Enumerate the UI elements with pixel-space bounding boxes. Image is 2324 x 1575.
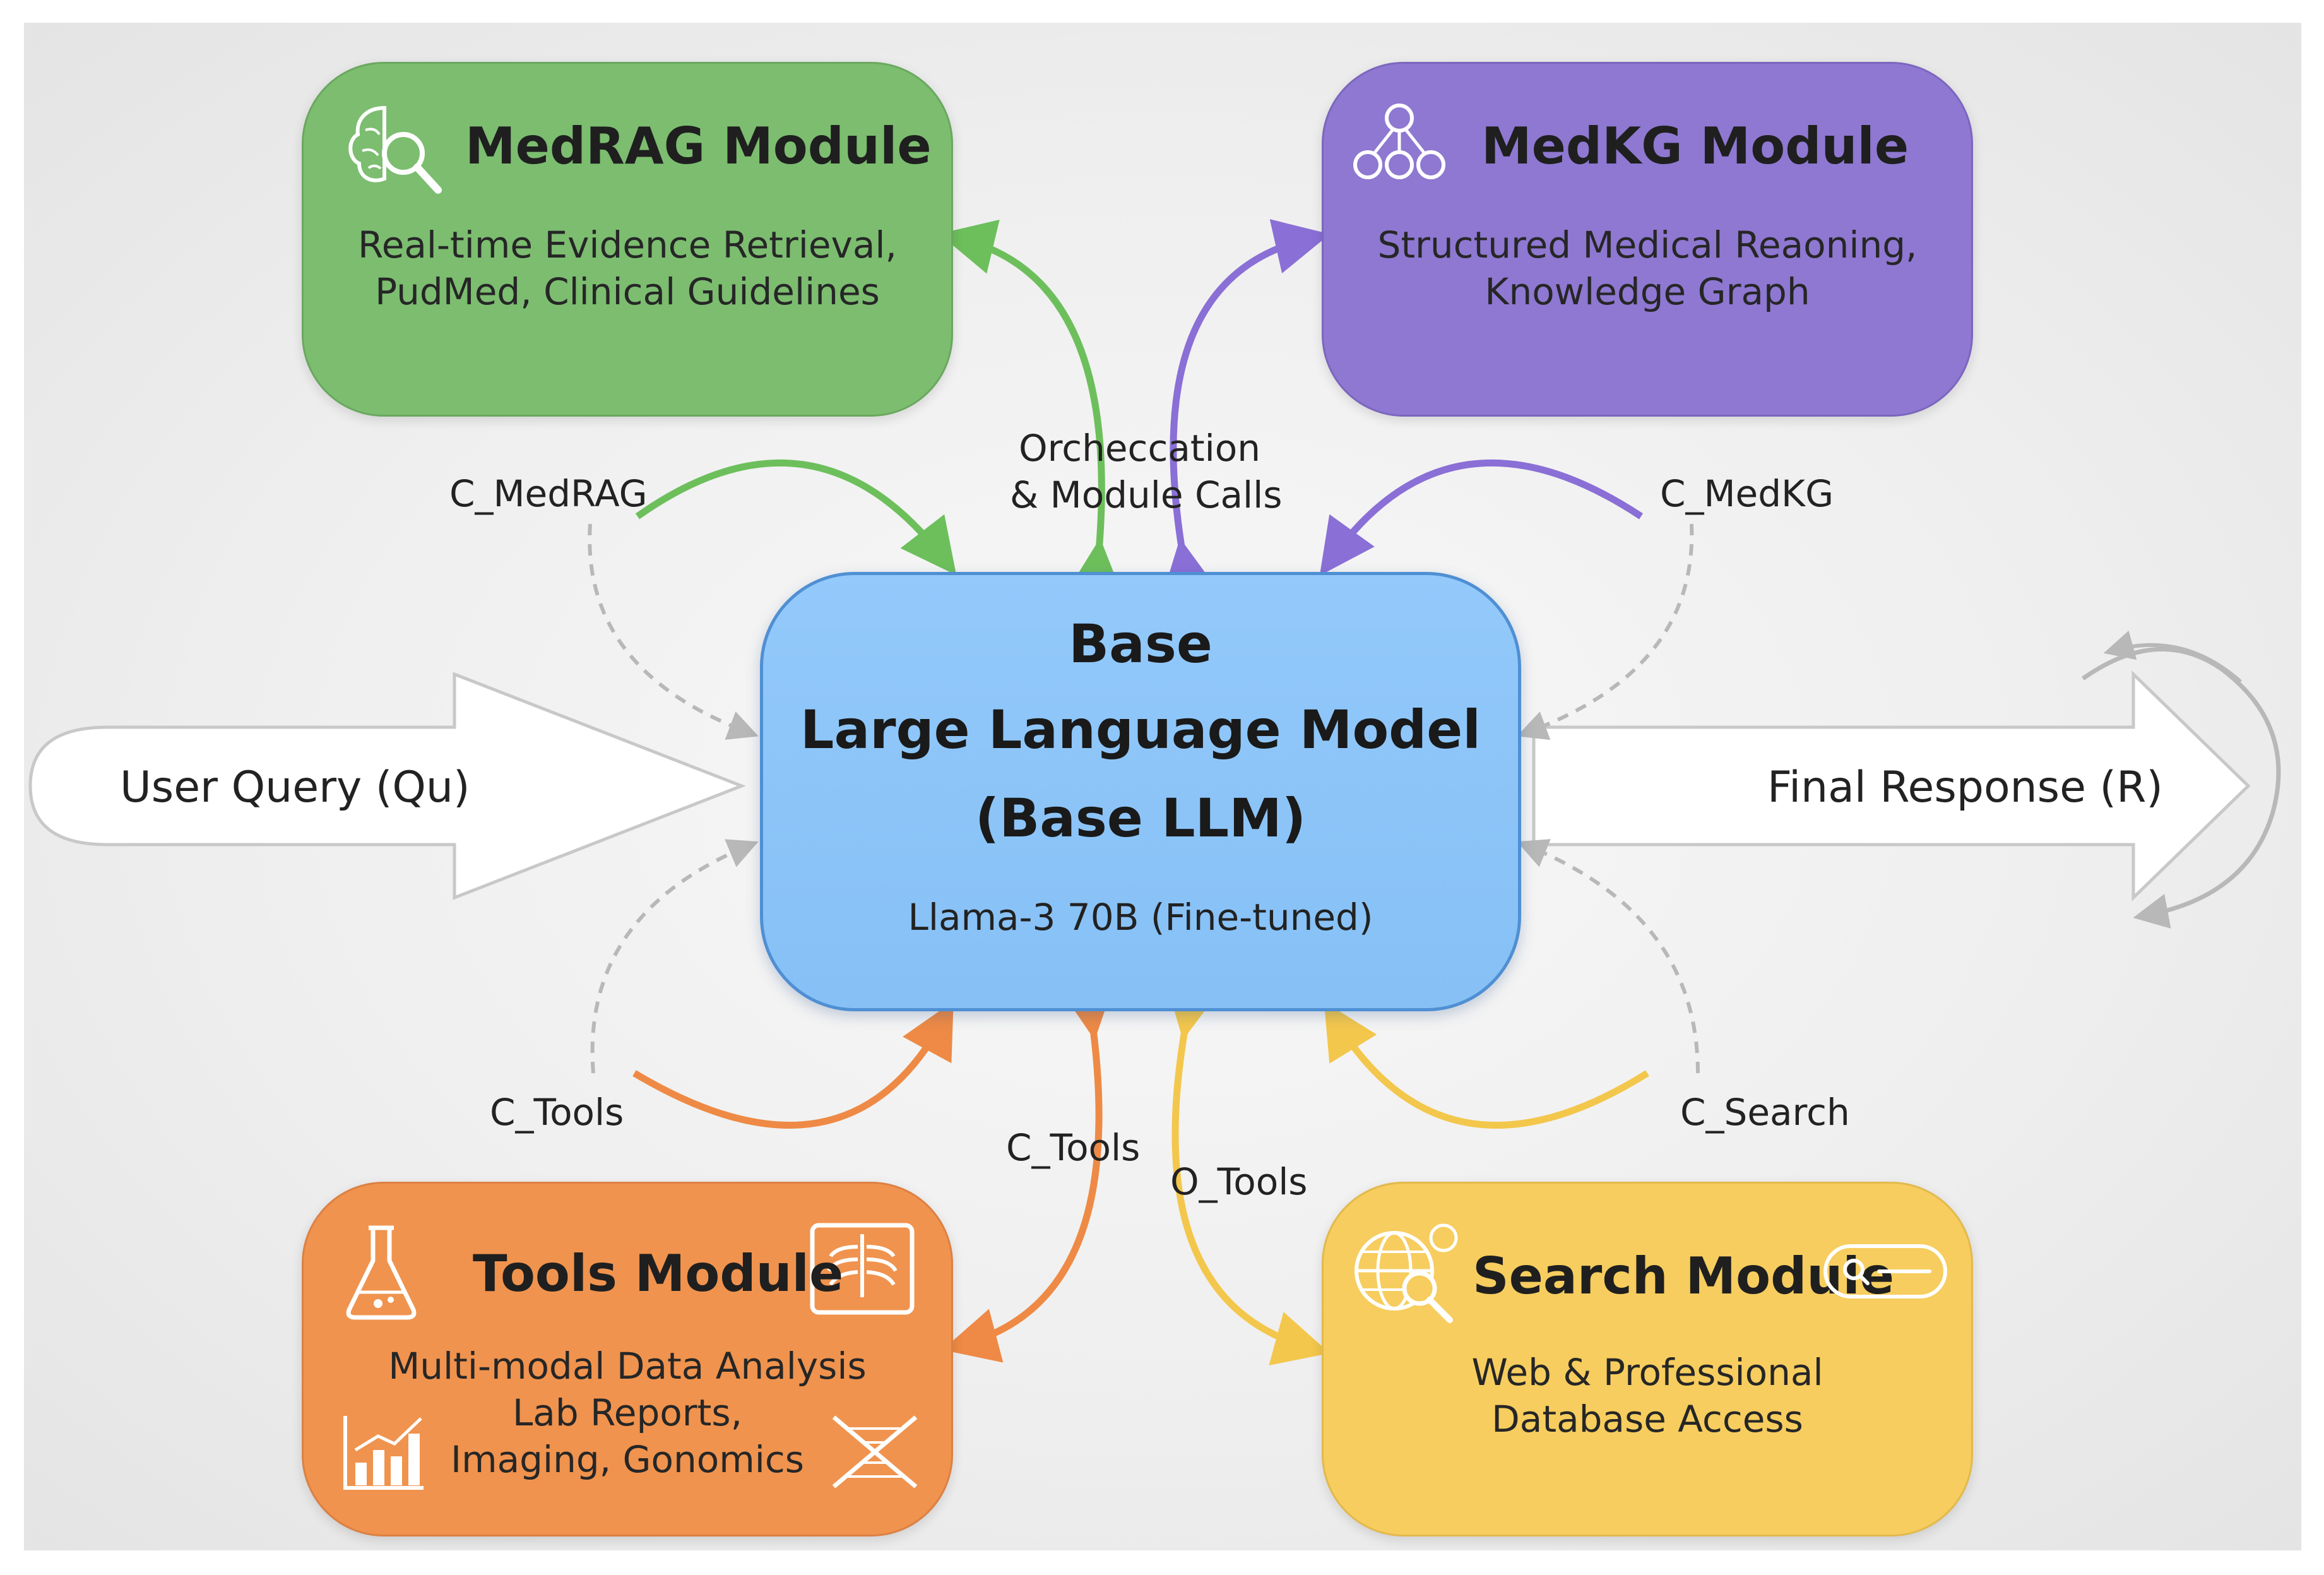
user-query-arrow xyxy=(28,672,746,900)
medrag-description-line2: PudMed, Clinical Guidelines xyxy=(375,270,880,313)
dashed-medkg-feed xyxy=(1517,523,1694,740)
medrag-description-line1: Real-time Evidence Retrieval, xyxy=(358,223,897,266)
output-feedback-loop-inner xyxy=(2103,630,2242,684)
tools-title: Tools Module xyxy=(473,1244,844,1303)
llm-title-line3: (Base LLM) xyxy=(975,787,1307,849)
edge-medkg-bidirectional xyxy=(1161,219,1331,598)
c-tools-left-label: C_Tools xyxy=(490,1091,624,1134)
dna-icon xyxy=(832,1415,918,1489)
search-bar-icon xyxy=(1823,1244,1947,1299)
orchestration-label-line1: Orcheccation xyxy=(1019,427,1260,470)
tools-description-line2: Lab Reports, xyxy=(512,1391,743,1434)
search-description-line2: Database Access xyxy=(1491,1398,1803,1441)
edge-medrag-call xyxy=(635,459,957,576)
dashed-search-feed xyxy=(1517,839,1700,1074)
c-tools-center-label: C_Tools xyxy=(1006,1126,1141,1169)
llm-model-name: Llama-3 70B (Fine-tuned) xyxy=(908,896,1373,939)
bar-chart-icon xyxy=(343,1416,424,1490)
medkg-module-card: MedKG Module Structured Medical Reaoning… xyxy=(1322,62,1973,417)
user-query-label: User Query (Qu) xyxy=(120,763,470,812)
tools-description-line1: Multi-modal Data Analysis xyxy=(388,1345,867,1388)
edge-search-call xyxy=(1324,1001,1649,1129)
medkg-description-line2: Knowledge Graph xyxy=(1485,270,1810,313)
search-description-line1: Web & Professional xyxy=(1471,1351,1823,1394)
medrag-module-card: MedRAG Module Real-time Evidence Retriev… xyxy=(302,62,953,417)
o-tools-label: O_Tools xyxy=(1170,1160,1308,1203)
final-response-arrow xyxy=(1532,670,2251,901)
final-response-label: Final Response (R) xyxy=(1767,763,2163,812)
flask-icon xyxy=(346,1225,417,1320)
edge-medkg-call xyxy=(1319,459,1644,576)
edge-tools-call xyxy=(632,1001,954,1129)
orchestration-label-line2: & Module Calls xyxy=(1010,473,1283,516)
edge-tools-bidirectional xyxy=(942,981,1115,1363)
base-llm-node: Base Large Language Model (Base LLM) Lla… xyxy=(760,572,1521,1011)
knowledge-graph-icon xyxy=(1353,104,1445,179)
tools-description-line3: Imaging, Gonomics xyxy=(451,1438,804,1481)
llm-title-line2: Large Language Model xyxy=(800,699,1481,761)
medkg-title: MedKG Module xyxy=(1481,117,1909,175)
medkg-description-line1: Structured Medical Reaoning, xyxy=(1377,223,1918,266)
dashed-medrag-feed xyxy=(588,523,759,740)
output-feedback-loop xyxy=(2081,646,2281,929)
llm-title-line1: Base xyxy=(1069,613,1212,675)
c-search-label: C_Search xyxy=(1680,1091,1850,1134)
edge-medrag-bidirectional xyxy=(939,220,1123,596)
c-medkg-label: C_MedKG xyxy=(1660,472,1834,515)
medrag-title: MedRAG Module xyxy=(465,117,932,175)
search-module-card: Search Module Web & Professional Databas… xyxy=(1322,1182,1973,1536)
c-medrag-label: C_MedRAG xyxy=(449,472,648,515)
dashed-tools-feed xyxy=(590,839,759,1074)
edge-search-bidirectional xyxy=(1165,980,1330,1365)
globe-search-icon xyxy=(1355,1223,1458,1323)
brain-search-icon xyxy=(348,105,442,194)
tools-module-card: Tools Module Multi-modal Data Analysis L… xyxy=(302,1182,953,1536)
xray-icon xyxy=(810,1223,915,1315)
